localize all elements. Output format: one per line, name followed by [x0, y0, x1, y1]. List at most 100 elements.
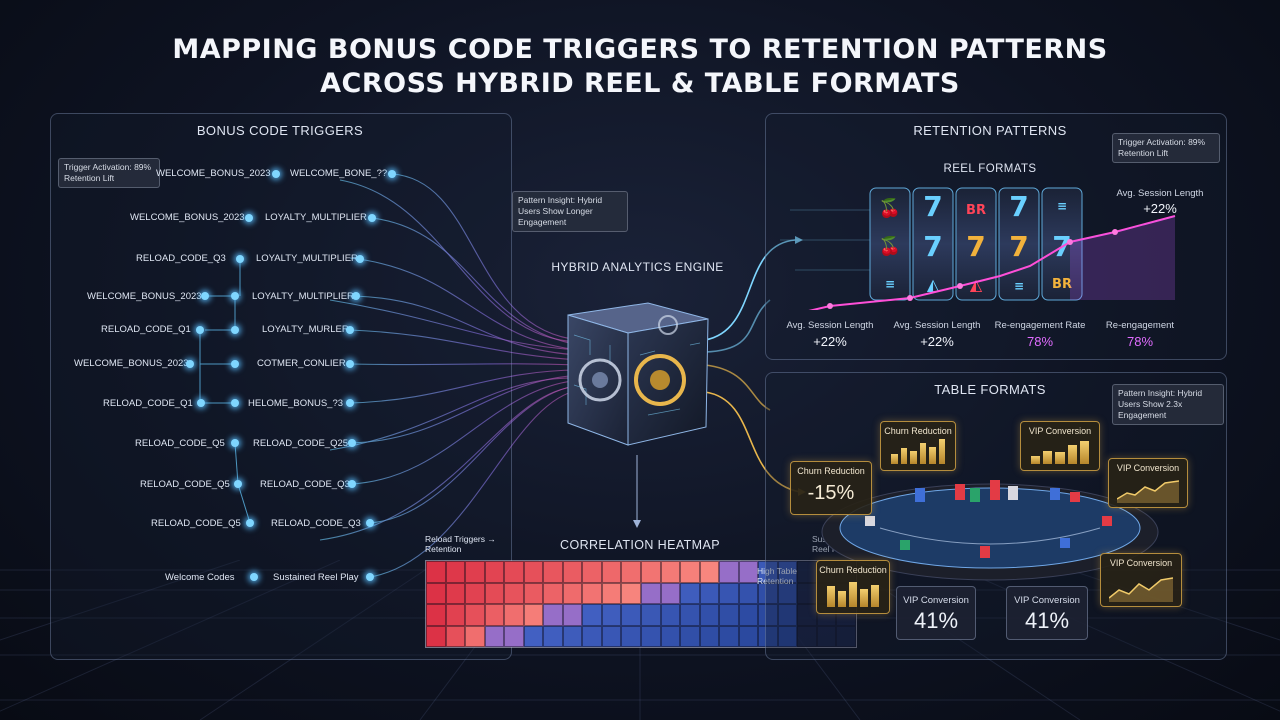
- trigger-code-b: COTMER_CONLIER: [257, 358, 346, 369]
- trigger-node[interactable]: [236, 255, 244, 263]
- trigger-code-b: HELOME_BONUS_?3: [248, 398, 344, 409]
- reel-metric-value: +22%: [920, 334, 954, 349]
- trigger-node[interactable]: [388, 170, 396, 178]
- svg-text:7: 7: [1009, 190, 1028, 223]
- trigger-node[interactable]: [346, 326, 354, 334]
- heatmap-cell: [719, 561, 739, 583]
- heatmap-cell: [777, 582, 798, 604]
- svg-text:◭: ◭: [927, 275, 940, 294]
- trigger-node[interactable]: [231, 360, 239, 368]
- svg-text:7: 7: [1009, 230, 1028, 263]
- heatmap-cell: [640, 582, 661, 604]
- engine-label: HYBRID ANALYTICS ENGINE: [551, 260, 724, 274]
- trigger-node[interactable]: [250, 573, 258, 581]
- card-label: Churn Reduction: [884, 426, 952, 436]
- trigger-code-a: RELOAD_CODE_Q5: [151, 518, 241, 529]
- vip-conversion-stat: VIP Conversion 41%: [896, 586, 976, 640]
- trigger-node[interactable]: [231, 292, 239, 300]
- trigger-node[interactable]: [196, 326, 204, 334]
- heatmap-cell: [621, 625, 641, 647]
- heatmap-cell: [543, 561, 563, 583]
- reel-metric-value: 78%: [1126, 334, 1154, 349]
- page-title-line-2: ACROSS HYBRID REEL & TABLE FORMATS: [320, 68, 960, 99]
- heatmap-cell: [777, 625, 798, 647]
- trigger-node[interactable]: [201, 292, 209, 300]
- heatmap-cell: [699, 604, 720, 626]
- session-length-label: Avg. Session Length: [1116, 188, 1204, 199]
- heatmap-cell: [465, 604, 485, 626]
- trigger-node[interactable]: [346, 360, 354, 368]
- heatmap-cell: [699, 561, 720, 583]
- vip-conversion-stat: VIP Conversion 41%: [1006, 586, 1088, 640]
- heatmap-cell: [523, 604, 544, 626]
- vip-conversion-card: VIP Conversion: [1108, 458, 1188, 508]
- bonus-triggers-title: BONUS CODE TRIGGERS: [196, 123, 364, 138]
- heatmap-cell: [582, 582, 602, 604]
- analytics-engine-cube: [567, 302, 709, 446]
- trigger-node[interactable]: [348, 480, 356, 488]
- trigger-node[interactable]: [356, 255, 364, 263]
- vip-stat-label: VIP Conversion: [903, 595, 969, 606]
- trigger-code-b: LOYALTY_MULTIPLIER: [252, 291, 354, 302]
- trigger-node[interactable]: [246, 519, 254, 527]
- retention-callout: Trigger Activation: 89% Retention Lift: [1112, 133, 1220, 163]
- heatmap-cell: [797, 625, 817, 647]
- table-insight-callout: Pattern Insight: Hybrid Users Show 2.3x …: [1112, 384, 1224, 425]
- reel-formats-title: REEL FORMATS: [943, 163, 1037, 175]
- card-label: VIP Conversion: [1028, 426, 1092, 436]
- heatmap-cell: [621, 582, 641, 604]
- heatmap-cell: [699, 625, 720, 647]
- heatmap-cell: [640, 604, 661, 626]
- heatmap-label-right: High Table Retention: [757, 566, 798, 586]
- heatmap-cell: [621, 604, 641, 626]
- trigger-code-a: RELOAD_CODE_Q1: [103, 398, 193, 409]
- heatmap-cell: [523, 561, 544, 583]
- trigger-node[interactable]: [346, 399, 354, 407]
- heatmap-cell: [426, 604, 446, 626]
- heatmap-cell: [816, 625, 837, 647]
- heatmap-cell: [777, 604, 798, 626]
- heatmap-cell: [426, 582, 446, 604]
- heatmap-cell: [719, 582, 739, 604]
- trigger-code-a: WELCOME_BONUS_2023: [74, 358, 189, 369]
- trigger-node[interactable]: [197, 399, 205, 407]
- churn-stat-value: -15%: [807, 482, 855, 504]
- page-title-line-1: MAPPING BONUS CODE TRIGGERS TO RETENTION…: [172, 34, 1108, 65]
- reel-metric-value: 78%: [1026, 334, 1054, 349]
- heatmap-cell: [601, 561, 622, 583]
- trigger-node[interactable]: [245, 214, 253, 222]
- svg-text:◭: ◭: [970, 275, 983, 294]
- trigger-code-a: WELCOME_BONUS_2023: [156, 168, 271, 179]
- trigger-node[interactable]: [231, 326, 239, 334]
- trigger-node[interactable]: [272, 170, 280, 178]
- trigger-code-b: LOYALTY_MULTIPLIER: [256, 253, 358, 264]
- vip-conversion-card: VIP Conversion: [1100, 553, 1182, 607]
- heatmap-cell: [680, 582, 700, 604]
- heatmap-cell: [445, 604, 466, 626]
- churn-reduction-card: Churn Reduction: [880, 421, 956, 471]
- heatmap-cell: [797, 604, 817, 626]
- session-length-value: +22%: [1143, 201, 1177, 216]
- trigger-node[interactable]: [348, 439, 356, 447]
- trigger-code-a: Welcome Codes: [165, 572, 235, 583]
- heatmap-label-left: Reload Triggers → Retention: [425, 534, 496, 554]
- heatmap-cell: [582, 625, 602, 647]
- heatmap-cell: [758, 625, 778, 647]
- heatmap-cell: [504, 604, 524, 626]
- heatmap-cell: [484, 561, 505, 583]
- trigger-node[interactable]: [366, 519, 374, 527]
- heatmap-cell: [601, 625, 622, 647]
- trigger-node[interactable]: [366, 573, 374, 581]
- trigger-node[interactable]: [352, 292, 360, 300]
- trigger-code-b: LOYALTY_MURLER: [262, 324, 349, 335]
- mini-bar-chart: [827, 581, 879, 607]
- trigger-node[interactable]: [231, 439, 239, 447]
- casino-table-illustration: [821, 480, 1159, 581]
- trigger-node[interactable]: [234, 480, 242, 488]
- trigger-node[interactable]: [368, 214, 376, 222]
- heatmap-cell: [660, 625, 681, 647]
- churn-reduction-card: Churn Reduction: [816, 560, 890, 614]
- trigger-node[interactable]: [186, 360, 194, 368]
- trigger-node[interactable]: [231, 399, 239, 407]
- heatmap-cell: [445, 582, 466, 604]
